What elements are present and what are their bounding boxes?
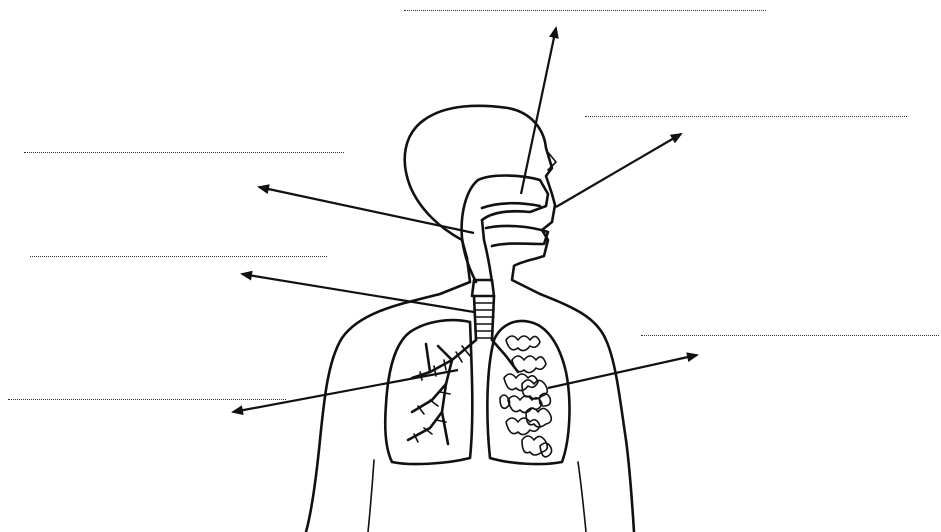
- arrow-alveoli: [548, 355, 697, 388]
- alveoli-clusters: [500, 336, 552, 457]
- oral-cavity-outline: [486, 226, 548, 246]
- left-lung: [385, 320, 476, 464]
- arrow-pharynx: [259, 187, 474, 233]
- trachea-rings: [474, 303, 494, 338]
- airway: [462, 176, 548, 283]
- left-arm-line: [368, 460, 374, 532]
- right-lung: [487, 321, 569, 464]
- left-lung-outline: [385, 320, 472, 464]
- palate-line: [482, 203, 540, 208]
- trachea: [472, 280, 494, 340]
- ear-notch: [546, 150, 556, 170]
- arrow-nose: [556, 134, 681, 207]
- pharynx-outline-right: [482, 220, 492, 282]
- right-lung-outline: [487, 321, 569, 464]
- head-outline: [405, 106, 634, 532]
- left-bronchi-rings: [414, 346, 470, 442]
- nasal-cavity-outline: [478, 176, 548, 221]
- right-arm-line: [578, 462, 586, 532]
- body-outline: [306, 106, 634, 532]
- pointer-arrows: [233, 28, 697, 412]
